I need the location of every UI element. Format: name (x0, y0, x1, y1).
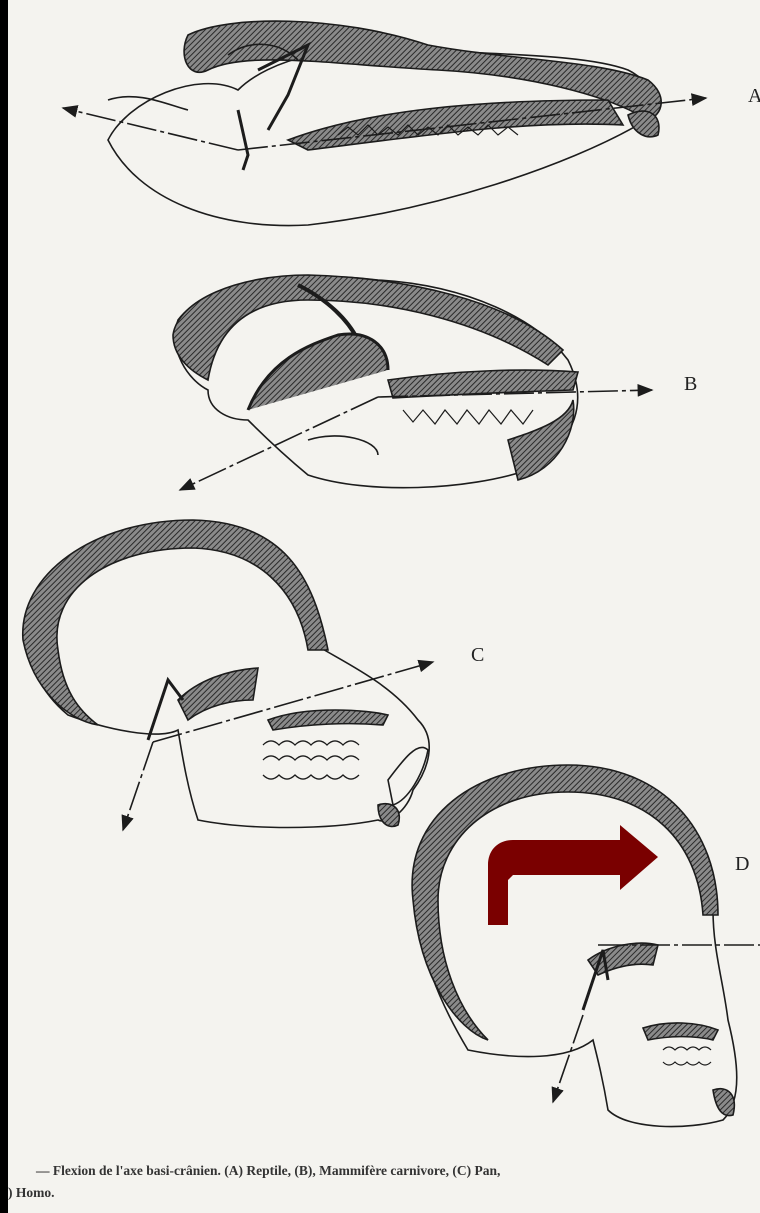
skull-reptile (63, 21, 706, 225)
panel-label-a: A (748, 85, 760, 108)
skull-figure (8, 0, 760, 1213)
panel-label-d: D (735, 853, 749, 876)
caption-line-2: ) Homo. (8, 1182, 760, 1204)
skull-homo (412, 765, 760, 1127)
caption-line-1: — Flexion de l'axe basi-crânien. (A) Rep… (8, 1160, 760, 1182)
figure-page: A B C D — Flexion de l'axe basi-crânien.… (8, 0, 760, 1213)
figure-caption: — Flexion de l'axe basi-crânien. (A) Rep… (8, 1160, 760, 1204)
skull-pan (23, 520, 433, 830)
panel-label-c: C (471, 644, 484, 667)
panel-label-b: B (684, 373, 697, 396)
skull-carnivore (173, 275, 652, 490)
